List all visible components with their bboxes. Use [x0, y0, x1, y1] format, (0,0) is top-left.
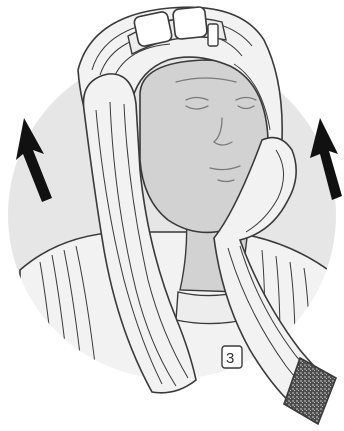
- number-badge: 3: [222, 346, 242, 368]
- number-badge-label: 3: [226, 350, 234, 367]
